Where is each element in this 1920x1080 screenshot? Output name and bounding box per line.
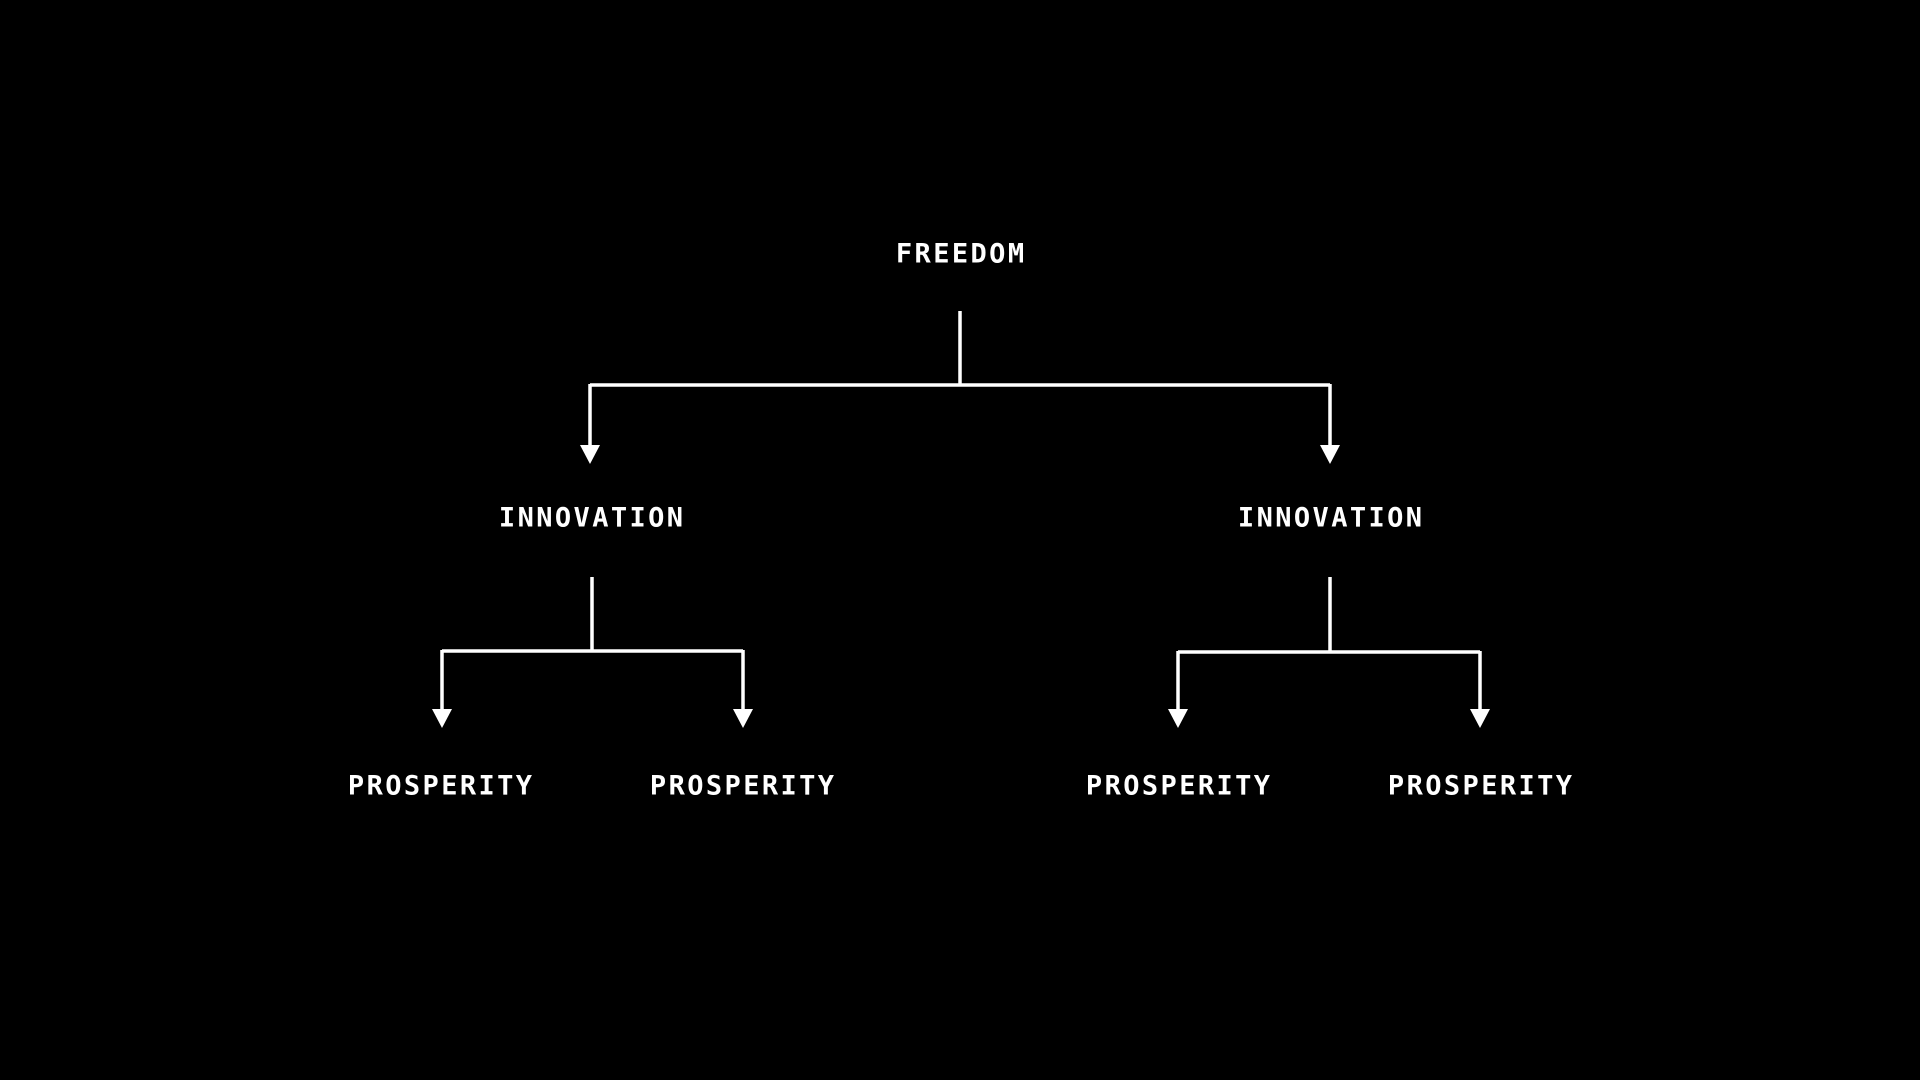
- node-innovation-left: INNOVATION: [498, 502, 686, 534]
- connector-branch-right: [1168, 577, 1490, 728]
- node-prosperity-1: PROSPERITY: [347, 770, 535, 802]
- node-innovation-right: INNOVATION: [1237, 502, 1425, 534]
- connector-branch-left: [432, 577, 753, 728]
- node-freedom: FREEDOM: [895, 238, 1027, 270]
- connector-root: [580, 311, 1340, 464]
- node-prosperity-2: PROSPERITY: [649, 770, 837, 802]
- node-prosperity-3: PROSPERITY: [1085, 770, 1273, 802]
- node-prosperity-4: PROSPERITY: [1387, 770, 1575, 802]
